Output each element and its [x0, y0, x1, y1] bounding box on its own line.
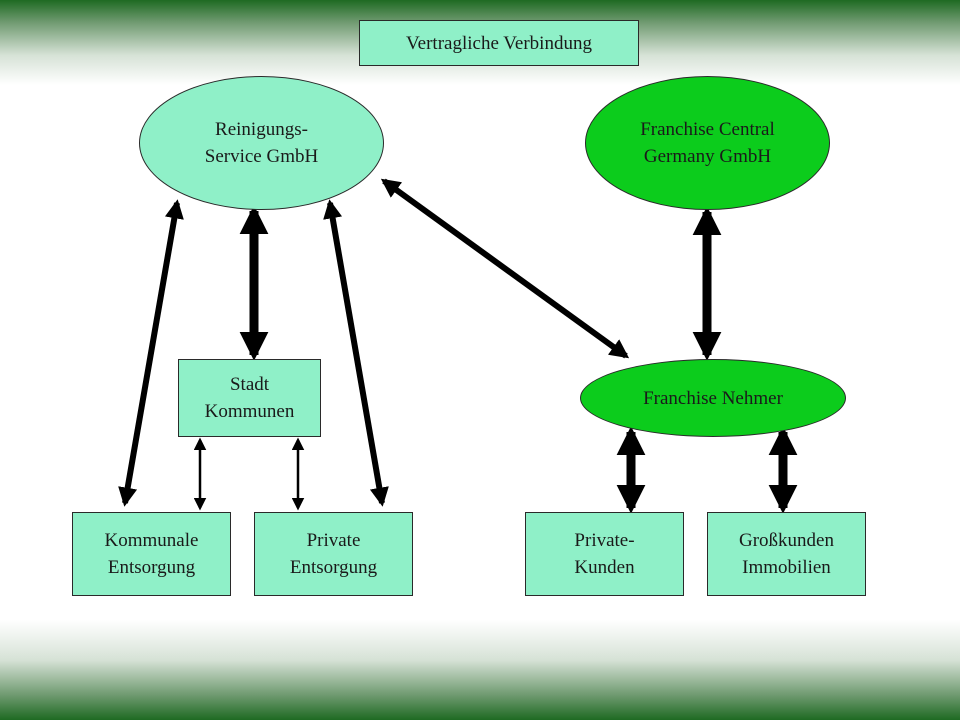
node-reinigungs-service: Reinigungs- Service GmbH: [139, 76, 384, 210]
arrow-service-to-franchise-nehmer: [380, 178, 630, 359]
arrow-service-to-kommunale: [118, 199, 184, 507]
diagram-title: Vertragliche Verbindung: [359, 20, 639, 66]
node-private-entsorgung: Private Entsorgung: [254, 512, 413, 596]
node-grosskunden-immobilien: Großkunden Immobilien: [707, 512, 866, 596]
node-franchise-nehmer: Franchise Nehmer: [580, 359, 846, 437]
arrow-service-to-private-entsorgung: [323, 199, 389, 507]
node-franchise-central: Franchise Central Germany GmbH: [585, 76, 830, 210]
node-stadt-kommunen: Stadt Kommunen: [178, 359, 321, 437]
node-kommunale-entsorgung: Kommunale Entsorgung: [72, 512, 231, 596]
node-private-kunden: Private- Kunden: [525, 512, 684, 596]
